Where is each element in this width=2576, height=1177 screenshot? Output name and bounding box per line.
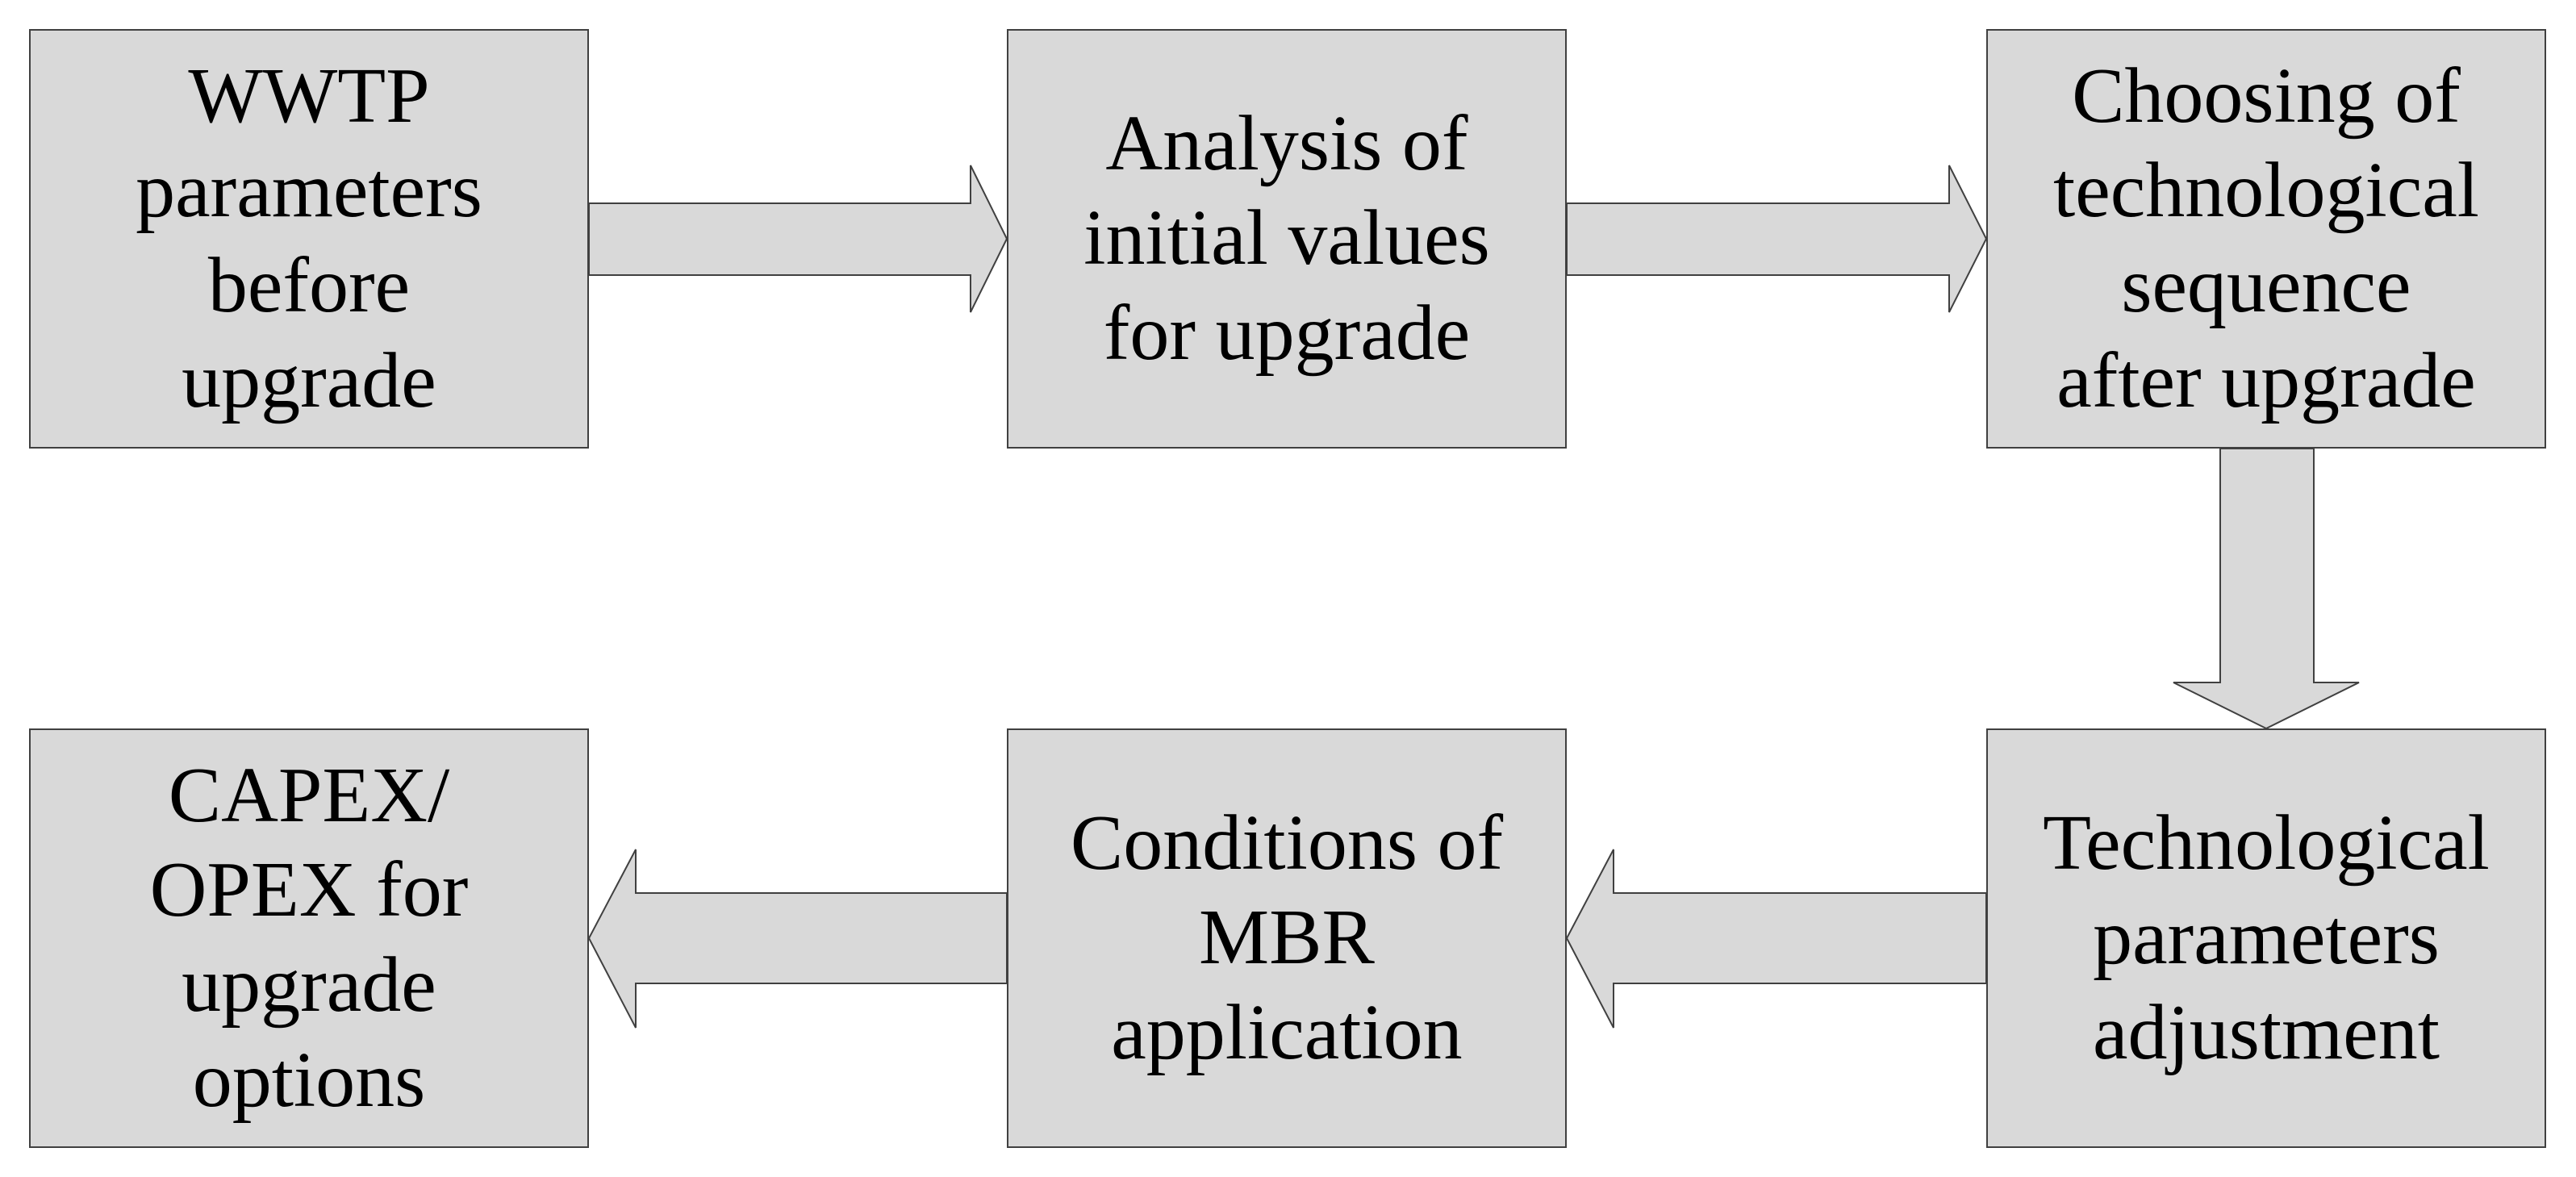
step-label-capex-opex: CAPEX/ OPEX for upgrade options [149,751,469,1124]
step-label-parameters-adjustment: Technological parameters adjustment [2043,799,2490,1076]
arrow-step2-to-step3 [1566,165,1988,313]
step-label-mbr-conditions: Conditions of MBR application [1070,799,1504,1076]
step-box-parameters-adjustment: Technological parameters adjustment [1986,728,2546,1148]
step-box-capex-opex: CAPEX/ OPEX for upgrade options [29,728,589,1148]
arrow-step1-to-step2 [588,165,1008,313]
arrow-step5-to-step6 [587,849,1008,1029]
step-label-analysis-initial-values: Analysis of initial values for upgrade [1083,99,1490,377]
arrow-step4-to-step5 [1565,849,1987,1029]
step-box-choosing-sequence: Choosing of technological sequence after… [1986,29,2546,449]
step-label-wwtp-parameters: WWTP parameters before upgrade [136,52,482,424]
step-box-wwtp-parameters: WWTP parameters before upgrade [29,29,589,449]
step-box-analysis-initial-values: Analysis of initial values for upgrade [1007,29,1567,449]
step-label-choosing-sequence: Choosing of technological sequence after… [2053,52,2479,424]
arrow-step3-to-step4 [2173,448,2360,730]
step-box-mbr-conditions: Conditions of MBR application [1007,728,1567,1148]
